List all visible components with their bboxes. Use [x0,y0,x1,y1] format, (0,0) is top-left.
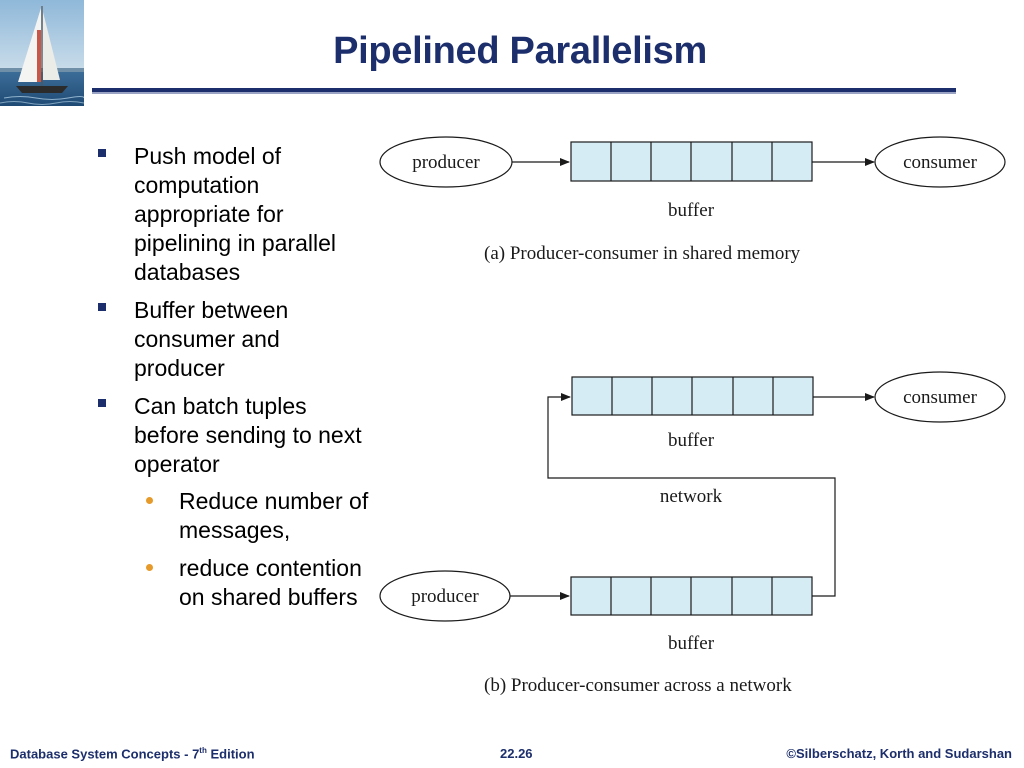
bullet-list: Push model of computation appropriate fo… [96,142,376,621]
footer-page-number: 22.26 [500,746,533,761]
consumer-node-b [874,371,1006,423]
dot-bullet-icon [146,497,153,504]
title-divider [92,88,956,94]
diagram-b: consumer buffer network producer buffer … [379,371,1006,696]
buffer-label-b-top: buffer [668,430,715,451]
footer-book-sup: th [199,746,207,755]
producer-label-a: producer [412,152,480,173]
sailboat-logo [0,0,84,106]
footer-book-suffix: Edition [206,746,255,762]
consumer-node-a [874,136,1006,188]
footer-book-title: Database System Concepts - 7th Edition [10,746,255,761]
caption-b: (b) Producer-consumer across a network [484,675,792,696]
network-link [547,393,836,597]
buffer-label-a: buffer [668,200,715,221]
bullet-item: Push model of computation appropriate fo… [96,142,376,287]
square-bullet-icon [98,303,106,311]
square-bullet-icon [98,399,106,407]
bullet-item: Can batch tuples before sending to next … [96,392,376,612]
buffer-b-top [571,376,814,416]
consumer-label-a: consumer [903,152,978,173]
slide-title: Pipelined Parallelism [333,30,707,72]
buffer-b-bottom [570,576,813,616]
bullet-item: Buffer between consumer and producer [96,296,376,383]
dot-bullet-icon [146,564,153,571]
buffer-label-b-bottom: buffer [668,633,715,654]
footer-copyright: ©Silberschatz, Korth and Sudarshan [786,746,1012,761]
sub-bullet-item: Reduce number of messages, [96,487,376,545]
network-label: network [660,486,723,507]
sub-bullet-text: reduce contention on shared buffers [179,555,362,610]
bullet-text: Can batch tuples before sending to next … [134,393,362,477]
square-bullet-icon [98,149,106,157]
buffer-a [570,141,813,182]
diagram-a: producer consumer buffer (a) Producer-co… [379,136,1006,264]
caption-a: (a) Producer-consumer in shared memory [484,243,801,264]
sub-bullet-list: Reduce number of messages, reduce conten… [96,487,376,612]
producer-label-b: producer [411,586,479,607]
consumer-label-b: consumer [903,387,978,408]
sub-bullet-text: Reduce number of messages, [179,488,369,543]
bullet-text: Buffer between consumer and producer [134,297,289,381]
bullet-text: Push model of computation appropriate fo… [134,143,337,285]
sub-bullet-item: reduce contention on shared buffers [96,554,376,612]
footer-book-prefix: Database System Concepts - 7 [10,746,200,762]
